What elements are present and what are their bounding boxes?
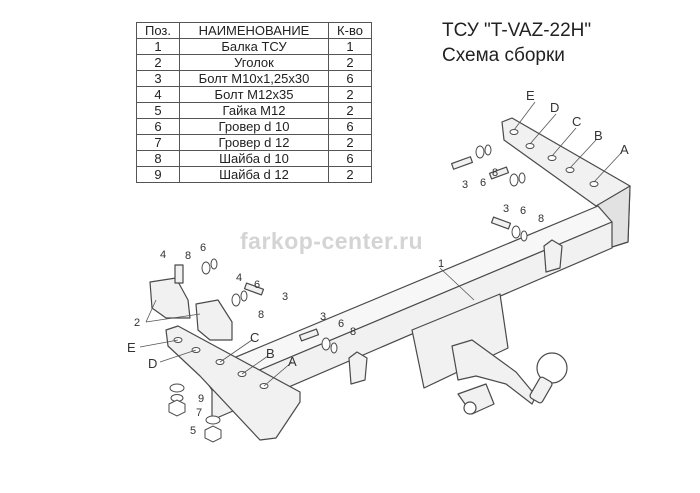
angle-bracket-lower [195,299,233,341]
washer-7 [321,337,331,351]
washer-2 [484,144,492,156]
table-row: 7 Гровер d 12 2 [136,134,372,151]
callout-E-left: E [127,340,136,355]
callout-3c: 3 [320,311,326,323]
callout-C-right: C [572,114,581,129]
callout-A-left: A [288,354,297,369]
bolt-left-upper [174,264,184,284]
washer-4 [518,172,526,184]
nut-m12 [168,399,186,417]
parts-table: Поз. НАИМЕНОВАНИЕ К-во 1 Балка ТСУ 1 2 У… [136,22,372,183]
socket-hole [463,401,477,415]
hole-A [589,181,599,187]
washer-12 [240,290,248,302]
beam-ear-right [543,239,563,273]
page-title: ТСУ "T-VAZ-22H" [442,20,592,41]
callout-4b: 4 [236,272,242,284]
callout-6e: 6 [254,279,260,291]
table-cell: 9 [136,166,180,183]
callout-7: 7 [196,407,202,419]
hole-E [509,129,519,135]
callout-E-right: E [526,88,535,103]
washer-d12-b [205,415,221,425]
hitch-mount-plate [411,293,509,389]
washer-10 [210,258,218,270]
hole-B [565,167,575,173]
callout-6: 6 [480,177,486,189]
washer-1 [475,145,485,159]
callout-6c: 6 [338,318,344,330]
callout-9: 9 [198,393,204,405]
washer-6 [520,230,528,242]
washer-8 [330,342,338,354]
callout-1: 1 [438,258,444,270]
bolt-upper-right-2 [488,166,510,180]
washer-9 [201,261,211,275]
tow-beam-front-face [211,221,613,421]
callout-3d: 3 [282,291,288,303]
callout-4: 4 [160,249,166,261]
callout-2: 2 [134,317,140,329]
callout-3: 3 [462,179,468,191]
tow-ball-neck [529,376,553,404]
callout-6b: 6 [520,205,526,217]
callout-3b: 3 [503,203,509,215]
callout-8b: 8 [538,213,544,225]
callout-D-right: D [550,100,559,115]
page-subtitle: Схема сборки [442,45,565,66]
callout-B-left: B [266,346,275,361]
table-cell: Шайба d 12 [179,166,329,183]
callout-8c: 8 [350,326,356,338]
washer-5 [511,225,521,239]
callout-A-right: A [620,142,629,157]
table-row: 9 Шайба d 12 2 [136,166,372,183]
bolt-center [298,328,320,342]
bolt-upper-right [450,156,474,170]
washer-d12 [169,383,185,393]
callout-D-left: D [148,356,157,371]
callout-B-right: B [594,128,603,143]
table-cell: 2 [328,54,372,71]
callout-8: 8 [492,167,498,179]
washer-11 [231,293,241,307]
nut-m12-b [204,425,222,443]
watermark: farkop-center.ru [240,228,424,254]
angle-bracket-upper [149,277,191,319]
callout-8d: 8 [185,250,191,262]
callout-6d: 6 [200,242,206,254]
hole-C [547,155,557,161]
callout-8e: 8 [258,309,264,321]
washer-3 [509,173,519,187]
table-row: 6 Гровер d 10 6 [136,118,372,135]
table-row: 8 Шайба d 10 6 [136,150,372,167]
callout-5: 5 [190,425,196,437]
beam-ear-left [348,351,368,385]
hitch-arm [451,339,537,405]
bolt-mid-right [490,216,512,230]
callout-C-left: C [250,330,259,345]
bolt-left-mid [243,282,265,296]
hole-D [525,143,535,149]
table-cell: 2 [328,166,372,183]
